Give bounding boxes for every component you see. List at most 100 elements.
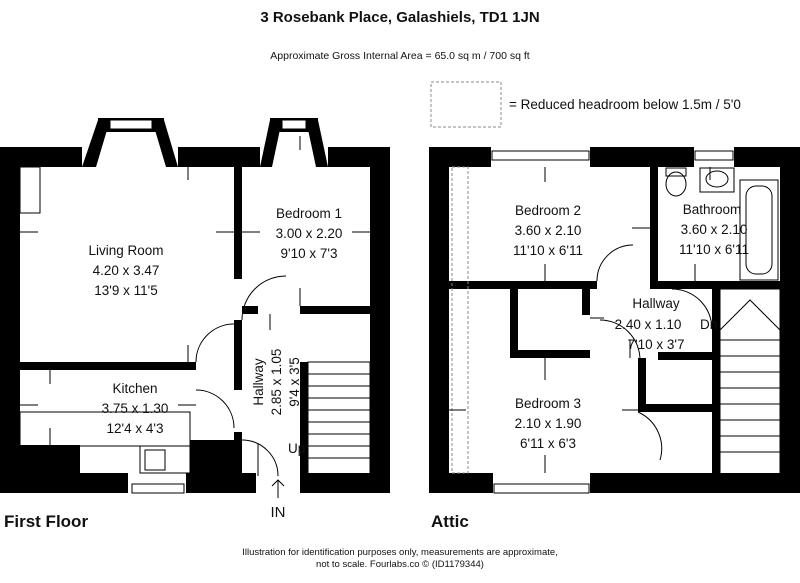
legend: = Reduced headroom below 1.5m / 5'0	[430, 81, 741, 128]
door-swing	[195, 389, 235, 429]
bedroom3-imperial: 6'11 x 6'3	[520, 436, 576, 451]
first-floor-label: First Floor	[4, 512, 88, 531]
wall	[178, 147, 260, 167]
bedroom2-name: Bedroom 2	[515, 203, 581, 218]
legend-text: = Reduced headroom below 1.5m / 5'0	[509, 97, 741, 112]
door-swing	[241, 275, 287, 321]
wall	[234, 167, 242, 279]
wall	[190, 440, 234, 475]
wall	[638, 358, 646, 412]
door-swing	[599, 319, 641, 361]
attic-label: Attic	[431, 512, 469, 531]
wall	[510, 289, 518, 357]
attic-stairs	[719, 288, 781, 475]
door-swing	[195, 323, 235, 363]
window	[493, 483, 590, 494]
door-swing	[671, 288, 713, 330]
wall	[300, 362, 308, 474]
wall	[20, 362, 196, 370]
bath	[739, 179, 779, 281]
stair-outline	[307, 361, 371, 475]
stairs-up-label: Up	[288, 441, 305, 456]
attic-hallway-imperial: 7'10 x 3'7	[628, 337, 685, 352]
attic-hallway-metric: 2.40 x 1.10	[615, 317, 682, 332]
bathroom-imperial: 11'10 x 6'11	[679, 242, 749, 257]
wall	[449, 281, 597, 289]
cupboard	[19, 166, 41, 214]
hallway-metric: 2.85 x 1.05	[269, 349, 284, 416]
first-floor-plan: Up Living Room 4.20 x 3.47 13'9 x 11'5 B…	[0, 118, 390, 521]
reduced-headroom-swatch	[430, 81, 502, 128]
door-swing	[596, 244, 634, 282]
wall	[582, 289, 590, 315]
stairs-down-label: Dn	[700, 317, 717, 332]
basin	[699, 167, 735, 193]
wall	[328, 147, 390, 167]
footer-disclaimer-line2: not to scale. Fourlabs.co © (ID1179344)	[316, 559, 484, 570]
kitchen-imperial: 12'4 x 4'3	[107, 421, 164, 436]
wall	[712, 289, 720, 474]
wall	[658, 352, 712, 360]
wall	[234, 320, 242, 370]
wall	[300, 473, 390, 493]
bedroom3-name: Bedroom 3	[515, 396, 581, 411]
window	[694, 150, 734, 161]
wall	[234, 432, 242, 492]
bedroom1-name: Bedroom 1	[276, 206, 342, 221]
wall	[650, 167, 658, 281]
wall	[646, 404, 712, 412]
attic-plan: Bedroom 2 3.60 x 2.10 11'10 x 6'11 Bathr…	[429, 147, 800, 494]
entrance-arrowhead	[271, 479, 285, 487]
entrance-label: IN	[271, 504, 286, 521]
gross-area: Approximate Gross Internal Area = 65.0 s…	[270, 50, 530, 62]
footer-disclaimer-line1: Illustration for identification purposes…	[242, 547, 558, 558]
wall	[780, 147, 800, 493]
wall	[510, 350, 590, 358]
living-room-metric: 4.20 x 3.47	[93, 263, 160, 278]
wall	[0, 147, 20, 493]
wall	[242, 306, 258, 314]
wall	[429, 147, 449, 493]
window	[131, 483, 185, 494]
wall	[590, 147, 694, 167]
wall	[0, 147, 82, 167]
wall	[234, 370, 242, 390]
bath-tub	[745, 185, 773, 275]
wall	[300, 306, 370, 314]
bedroom2-imperial: 11'10 x 6'11	[513, 243, 583, 258]
bedroom3-metric: 2.10 x 1.90	[515, 416, 582, 431]
wall	[650, 281, 780, 289]
sink-bowl	[144, 449, 166, 471]
worktop	[19, 411, 191, 447]
wall	[734, 147, 800, 167]
wall	[590, 473, 800, 493]
living-room-imperial: 13'9 x 11'5	[94, 283, 157, 298]
wall	[429, 147, 491, 167]
stair-outline	[719, 288, 781, 475]
kitchen-name: Kitchen	[112, 381, 157, 396]
kitchen-metric: 3.75 x 1.30	[102, 401, 169, 416]
bedroom1-imperial: 9'10 x 7'3	[281, 246, 338, 261]
toilet-cistern	[665, 167, 687, 177]
living-room-name: Living Room	[88, 243, 163, 258]
hallway-name: Hallway	[251, 358, 266, 406]
wall	[0, 473, 128, 493]
first-floor-stairs	[307, 361, 371, 475]
reduced-headroom-area	[451, 166, 469, 474]
sink	[139, 445, 191, 474]
basin-bowl	[705, 170, 729, 188]
page-title: 3 Rosebank Place, Galashiels, TD1 1JN	[260, 9, 539, 26]
window	[491, 150, 590, 161]
hallway-imperial: 9'4 x 3'5	[287, 357, 302, 406]
window	[109, 119, 153, 130]
wall	[186, 473, 256, 493]
bathroom-name: Bathroom	[683, 202, 742, 217]
bedroom2-metric: 3.60 x 2.10	[515, 223, 582, 238]
stair-winder	[719, 299, 781, 331]
door-swing	[637, 411, 663, 461]
attic-hallway-name: Hallway	[632, 296, 680, 311]
bathroom-metric: 3.60 x 2.10	[681, 222, 748, 237]
wall	[370, 147, 390, 493]
toilet	[665, 171, 687, 197]
